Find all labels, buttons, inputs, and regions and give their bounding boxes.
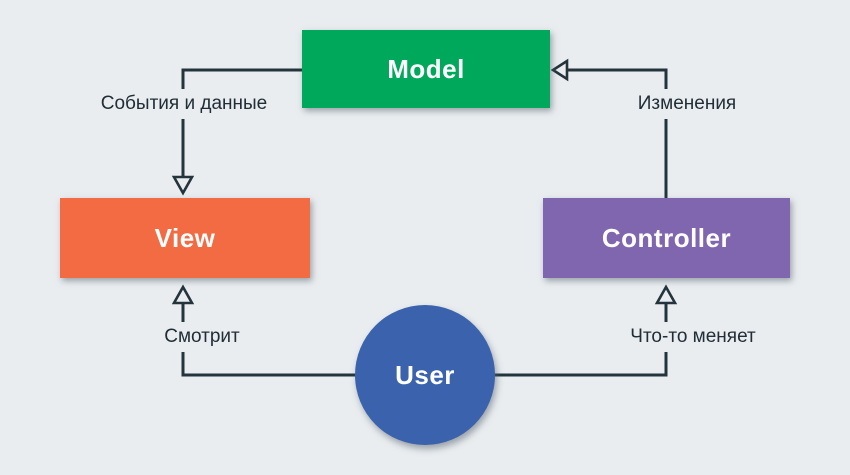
edge-label-changes-something: Что-то меняет [623, 322, 763, 352]
arrowhead-down-icon [171, 175, 195, 196]
edge-label-events-and-data: События и данные [93, 89, 275, 119]
node-controller: Controller [543, 198, 790, 278]
edge-controller-to-model-line [567, 68, 668, 198]
node-model: Model [302, 30, 550, 108]
arrowhead-left-icon [550, 58, 569, 82]
arrowhead-up-view-icon [171, 284, 195, 305]
node-user-label: User [395, 359, 455, 390]
node-view-label: View [154, 222, 216, 253]
node-user: User [355, 305, 495, 445]
node-controller-label: Controller [601, 222, 732, 253]
node-view: View [60, 198, 310, 278]
node-model-label: Model [387, 53, 465, 84]
edge-label-looks: Смотрит [157, 322, 247, 352]
arrowhead-up-controller-icon [654, 284, 678, 305]
edge-label-changes: Изменения [630, 89, 744, 119]
edge-model-to-view-line [181, 68, 302, 177]
